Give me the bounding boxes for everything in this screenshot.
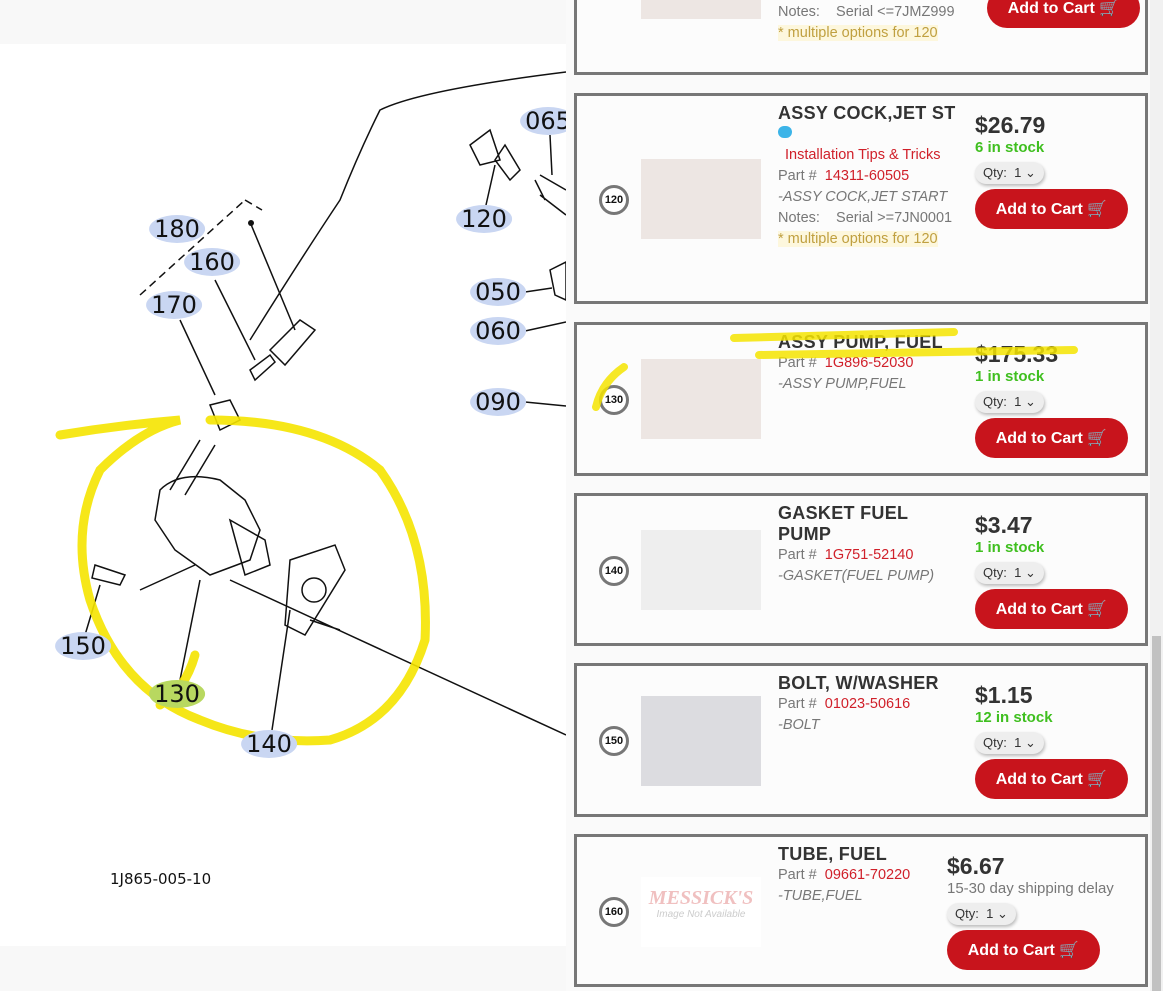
callout-140[interactable]: 140 [241, 730, 297, 758]
cart-icon: 🛒 [1087, 771, 1108, 788]
yellow-highlight-annotation [55, 415, 430, 746]
cart-icon: 🛒 [1087, 601, 1108, 618]
part-title[interactable]: ASSY COCK,JET ST [778, 103, 956, 123]
callout-060[interactable]: 060 [470, 317, 526, 345]
cart-icon: 🛒 [1099, 0, 1120, 17]
multiple-options-note: * multiple options for 120 [778, 231, 938, 247]
stock-status: 1 in stock [975, 368, 1045, 385]
part-number[interactable]: 01023-50616 [824, 696, 911, 712]
part-image[interactable] [641, 159, 761, 239]
add-to-cart-button[interactable]: Add to Cart 🛒 [975, 189, 1128, 229]
parts-diagram: 065 120 180 160 170 050 060 090 150 130 … [0, 0, 576, 991]
parts-list: Notes: Serial <=7JMZ999 * multiple optio… [566, 0, 1150, 991]
price: $175.33 [975, 341, 1059, 367]
part-image[interactable] [641, 0, 761, 19]
part-image[interactable] [641, 530, 761, 610]
chevron-down-icon: ⌄ [996, 906, 1008, 921]
notes-label: Notes: [778, 210, 820, 226]
scrollbar-thumb[interactable] [1152, 636, 1161, 991]
callout-090[interactable]: 090 [470, 388, 526, 416]
part-title[interactable]: GASKET FUEL PUMP [778, 503, 908, 544]
part-label: Part # [778, 168, 817, 184]
part-card: 130 ASSY PUMP, FUEL Part # 1G896-52030 -… [574, 322, 1148, 476]
exploded-view-drawing [55, 71, 566, 746]
ref-number-badge: 140 [599, 556, 629, 586]
part-card: 150 BOLT, W/WASHER Part # 01023-50616 -B… [574, 663, 1148, 817]
add-to-cart-button[interactable]: Add to Cart 🛒 [975, 589, 1128, 629]
callout-170[interactable]: 170 [146, 291, 202, 319]
chevron-down-icon: ⌄ [1024, 735, 1036, 750]
chat-bubble-icon [778, 126, 792, 138]
quantity-select[interactable]: Qty: 1 ⌄ [975, 391, 1044, 413]
add-to-cart-button[interactable]: Add to Cart 🛒 [975, 418, 1128, 458]
diagram-bottom-margin [0, 946, 566, 991]
price: $6.67 [947, 853, 1005, 879]
callout-120[interactable]: 120 [456, 205, 512, 233]
part-number[interactable]: 14311-60505 [824, 168, 910, 184]
ref-number-badge: 130 [599, 385, 629, 415]
part-card: 120 ASSY COCK,JET ST Installation Tips &… [574, 93, 1148, 304]
quantity-select[interactable]: Qty: 1 ⌄ [975, 562, 1044, 584]
quantity-select[interactable]: Qty: 1 ⌄ [947, 903, 1016, 925]
part-card: 160 MESSICK'S Image Not Available TUBE, … [574, 834, 1148, 987]
stock-status: 6 in stock [975, 139, 1045, 156]
price: $26.79 [975, 112, 1046, 138]
stock-status: 12 in stock [975, 709, 1053, 726]
ref-number-badge: 160 [599, 897, 629, 927]
price: $1.15 [975, 682, 1033, 708]
callout-180[interactable]: 180 [149, 215, 205, 243]
part-label: Part # [778, 696, 817, 712]
ref-number-badge: 150 [599, 726, 629, 756]
cart-icon: 🛒 [1087, 201, 1108, 218]
quantity-select[interactable]: Qty: 1 ⌄ [975, 732, 1044, 754]
part-number[interactable]: 1G751-52140 [824, 547, 914, 563]
shipping-delay: 15-30 day shipping delay [947, 880, 1114, 897]
part-description: -GASKET(FUEL PUMP) [778, 568, 935, 584]
notes: Serial <=7JMZ999 [836, 4, 955, 20]
part-image[interactable] [641, 359, 761, 439]
part-description: -ASSY COCK,JET START [778, 189, 948, 205]
part-number[interactable]: 09661-70220 [824, 867, 911, 883]
add-to-cart-button[interactable]: Add to Cart 🛒 [975, 759, 1128, 799]
diagram-caption: 1J865-005-10 [110, 870, 212, 888]
chevron-down-icon: ⌄ [1024, 394, 1036, 409]
add-to-cart-button[interactable]: Add to Cart 🛒 [987, 0, 1140, 28]
part-title[interactable]: TUBE, FUEL [778, 844, 887, 864]
callout-130[interactable]: 130 [149, 680, 205, 708]
image-not-available-placeholder: MESSICK'S Image Not Available [641, 877, 761, 947]
part-card: Notes: Serial <=7JMZ999 * multiple optio… [574, 0, 1148, 75]
part-number[interactable]: 1G896-52030 [824, 355, 914, 371]
part-label: Part # [778, 355, 817, 371]
quantity-select[interactable]: Qty: 1 ⌄ [975, 162, 1044, 184]
part-image[interactable] [641, 696, 761, 786]
part-description: -TUBE,FUEL [778, 888, 863, 904]
price: $3.47 [975, 512, 1033, 538]
callout-160[interactable]: 160 [184, 248, 240, 276]
part-label: Part # [778, 867, 817, 883]
part-description: -ASSY PUMP,FUEL [778, 376, 907, 392]
add-to-cart-button[interactable]: Add to Cart 🛒 [947, 930, 1100, 970]
part-label: Part # [778, 547, 817, 563]
multiple-options-note: * multiple options for 120 [778, 25, 938, 41]
part-description: -BOLT [778, 717, 820, 733]
chevron-down-icon: ⌄ [1024, 165, 1036, 180]
part-title[interactable]: BOLT, W/WASHER [778, 673, 939, 693]
chevron-down-icon: ⌄ [1024, 565, 1036, 580]
cart-icon: 🛒 [1087, 430, 1108, 447]
part-title[interactable]: ASSY PUMP, FUEL [778, 332, 943, 352]
cart-icon: 🛒 [1059, 942, 1080, 959]
notes: Serial >=7JN0001 [836, 210, 953, 226]
part-card: 140 GASKET FUEL PUMP Part # 1G751-52140 … [574, 493, 1148, 646]
scrollbar[interactable] [1150, 0, 1163, 991]
installation-tips-link[interactable]: Installation Tips & Tricks [785, 147, 941, 163]
callout-150[interactable]: 150 [55, 632, 111, 660]
callout-050[interactable]: 050 [470, 278, 526, 306]
stock-status: 1 in stock [975, 539, 1045, 556]
ref-number-badge: 120 [599, 185, 629, 215]
diagram-top-margin [0, 0, 566, 44]
notes-label: Notes: [778, 4, 820, 20]
